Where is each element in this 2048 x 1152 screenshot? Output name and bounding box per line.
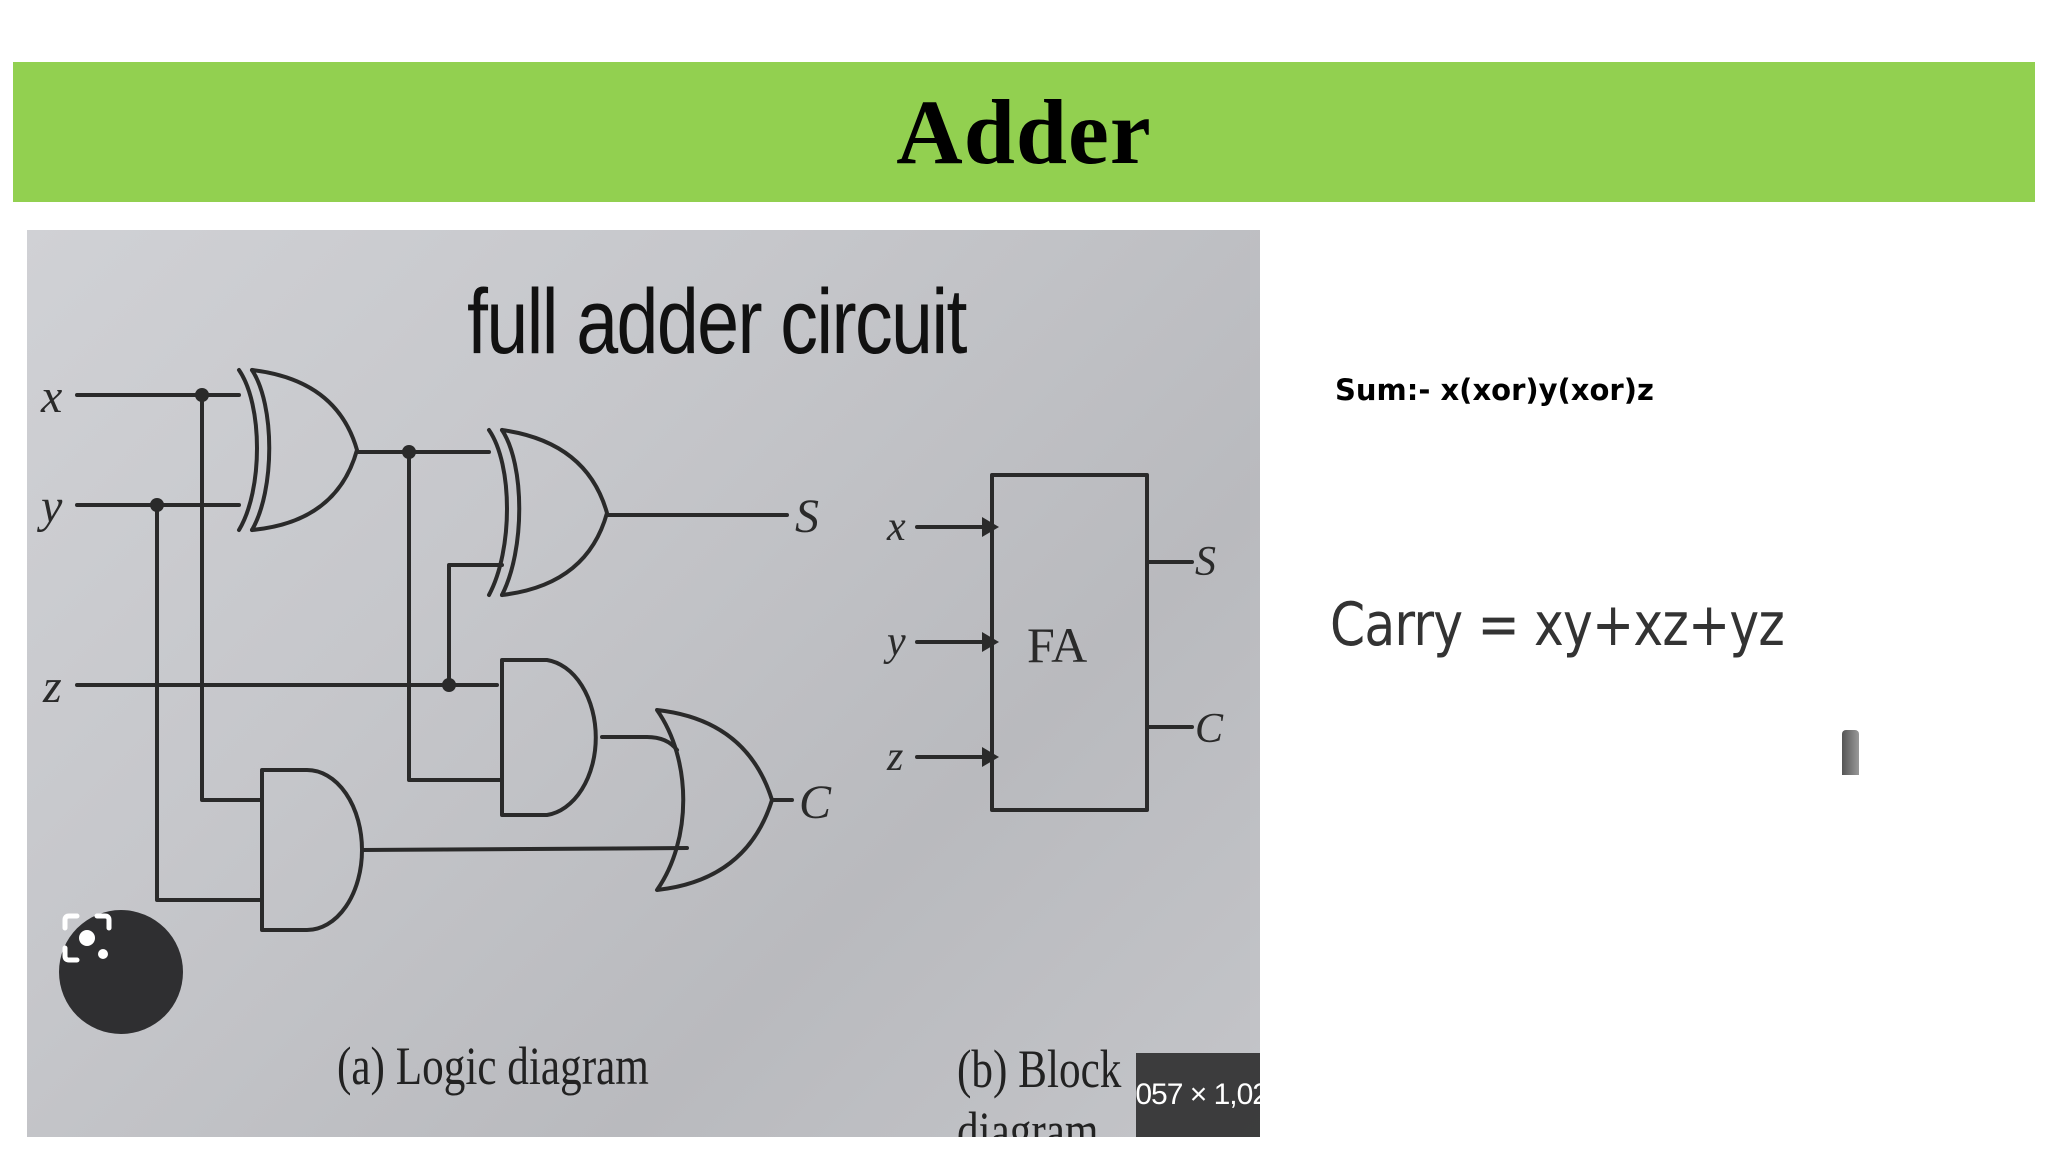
full-adder-image[interactable]: x y z S C x y z S C FA full adder circui… bbox=[27, 230, 1260, 1137]
lens-icon bbox=[62, 913, 112, 963]
slide-title-bar: Adder bbox=[13, 62, 2035, 202]
sum-formula: Sum:- x(xor)y(xor)z bbox=[1335, 373, 1654, 407]
block-input-x-label: x bbox=[886, 504, 906, 550]
output-s-label: S bbox=[795, 490, 819, 543]
circuit-drawing: x y z S C x y z S C FA bbox=[36, 368, 1224, 932]
block-input-z-label: z bbox=[886, 734, 903, 780]
block-fa-label: FA bbox=[1027, 617, 1087, 673]
slide-title: Adder bbox=[896, 81, 1152, 183]
block-output-c-label: C bbox=[1195, 706, 1224, 752]
input-y-label: y bbox=[36, 480, 63, 533]
image-dimensions-badge: 3,057 × 1,029 bbox=[1136, 1053, 1260, 1137]
block-input-y-label: y bbox=[883, 619, 906, 665]
caption-block-diagram: (b) Block diagram bbox=[957, 1039, 1122, 1137]
input-x-label: x bbox=[40, 370, 62, 423]
output-c-label: C bbox=[799, 776, 832, 829]
carry-formula: Carry = xy+xz+yz bbox=[1330, 590, 1785, 660]
lens-button[interactable] bbox=[59, 910, 183, 1034]
block-output-s-label: S bbox=[1195, 539, 1216, 585]
input-z-label: z bbox=[42, 660, 62, 713]
cursor-icon bbox=[1842, 730, 1859, 775]
caption-logic-diagram: (a) Logic diagram bbox=[337, 1036, 649, 1096]
image-title: full adder circuit bbox=[467, 271, 967, 373]
